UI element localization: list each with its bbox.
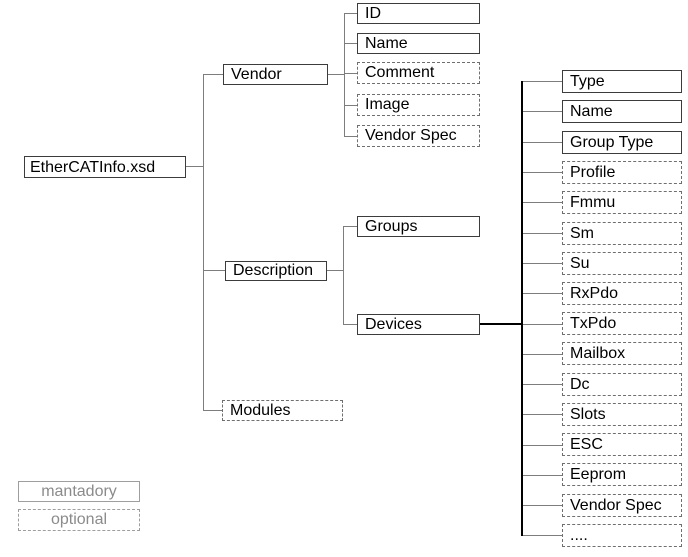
node-image: Image — [357, 94, 480, 116]
legend-optional: optional — [18, 509, 140, 531]
connector-to-type — [523, 81, 562, 82]
connector-to-comment — [344, 73, 357, 74]
node-type: Type — [562, 70, 682, 93]
node-eeprom: Eeprom — [562, 463, 682, 486]
connector-to-modules — [203, 410, 222, 411]
node-description: Description — [225, 261, 327, 281]
connector-to-id — [344, 13, 357, 14]
node-devices: Devices — [357, 314, 480, 335]
connector-to-group-type — [523, 142, 562, 143]
connector-devices-out — [480, 323, 523, 325]
connector-to-profile — [523, 172, 562, 173]
node-group-type: Group Type — [562, 131, 682, 154]
connector-vendor-trunk — [344, 13, 345, 136]
node-sm: Sm — [562, 222, 682, 245]
connector-to-txpdo — [523, 324, 562, 325]
connector-to-ellipsis — [523, 535, 562, 536]
connector-to-rxpdo — [523, 293, 562, 294]
connector-to-esc — [523, 445, 562, 446]
node-modules: Modules — [222, 400, 343, 421]
connector-devices-trunk — [521, 81, 523, 536]
connector-to-groups — [343, 226, 357, 227]
connector-to-vendor-spec — [344, 136, 357, 137]
node-profile: Profile — [562, 161, 682, 184]
connector-description-trunk — [343, 226, 344, 325]
connector-to-dc — [523, 384, 562, 385]
legend-mandatory: mantadory — [18, 481, 140, 502]
connector-to-su — [523, 263, 562, 264]
node-slots: Slots — [562, 403, 682, 426]
connector-to-description — [203, 270, 225, 271]
node-comment: Comment — [357, 62, 480, 84]
node-txpdo: TxPdo — [562, 312, 682, 335]
node-groups: Groups — [357, 216, 480, 237]
node-ethercatinfo-xsd: EtherCATInfo.xsd — [24, 156, 186, 178]
connector-to-name — [344, 43, 357, 44]
node-id: ID — [357, 3, 480, 24]
connector-vendor-out — [328, 74, 344, 75]
connector-main-trunk — [203, 74, 204, 411]
node-dc: Dc — [562, 373, 682, 396]
node-rxpdo: RxPdo — [562, 282, 682, 305]
connector-to-vendor-spec2 — [523, 505, 562, 506]
node-mailbox: Mailbox — [562, 342, 682, 365]
node-ellipsis: .... — [562, 524, 682, 547]
node-name-device: Name — [562, 100, 682, 123]
connector-to-slots — [523, 414, 562, 415]
connector-to-sm — [523, 233, 562, 234]
node-fmmu: Fmmu — [562, 191, 682, 214]
node-name: Name — [357, 33, 480, 54]
node-su: Su — [562, 252, 682, 275]
connector-description-out — [327, 270, 343, 271]
connector-to-image — [344, 105, 357, 106]
connector-to-name2 — [523, 111, 562, 112]
connector-to-fmmu — [523, 202, 562, 203]
connector-root-trunk — [186, 166, 204, 167]
connector-to-mailbox — [523, 354, 562, 355]
connector-to-devices — [343, 324, 357, 325]
node-esc: ESC — [562, 433, 682, 456]
node-vendor: Vendor — [223, 64, 328, 85]
connector-to-eeprom — [523, 475, 562, 476]
node-vendor-spec: Vendor Spec — [357, 125, 480, 147]
node-vendor-spec-device: Vendor Spec — [562, 494, 682, 517]
connector-to-vendor — [203, 74, 223, 75]
